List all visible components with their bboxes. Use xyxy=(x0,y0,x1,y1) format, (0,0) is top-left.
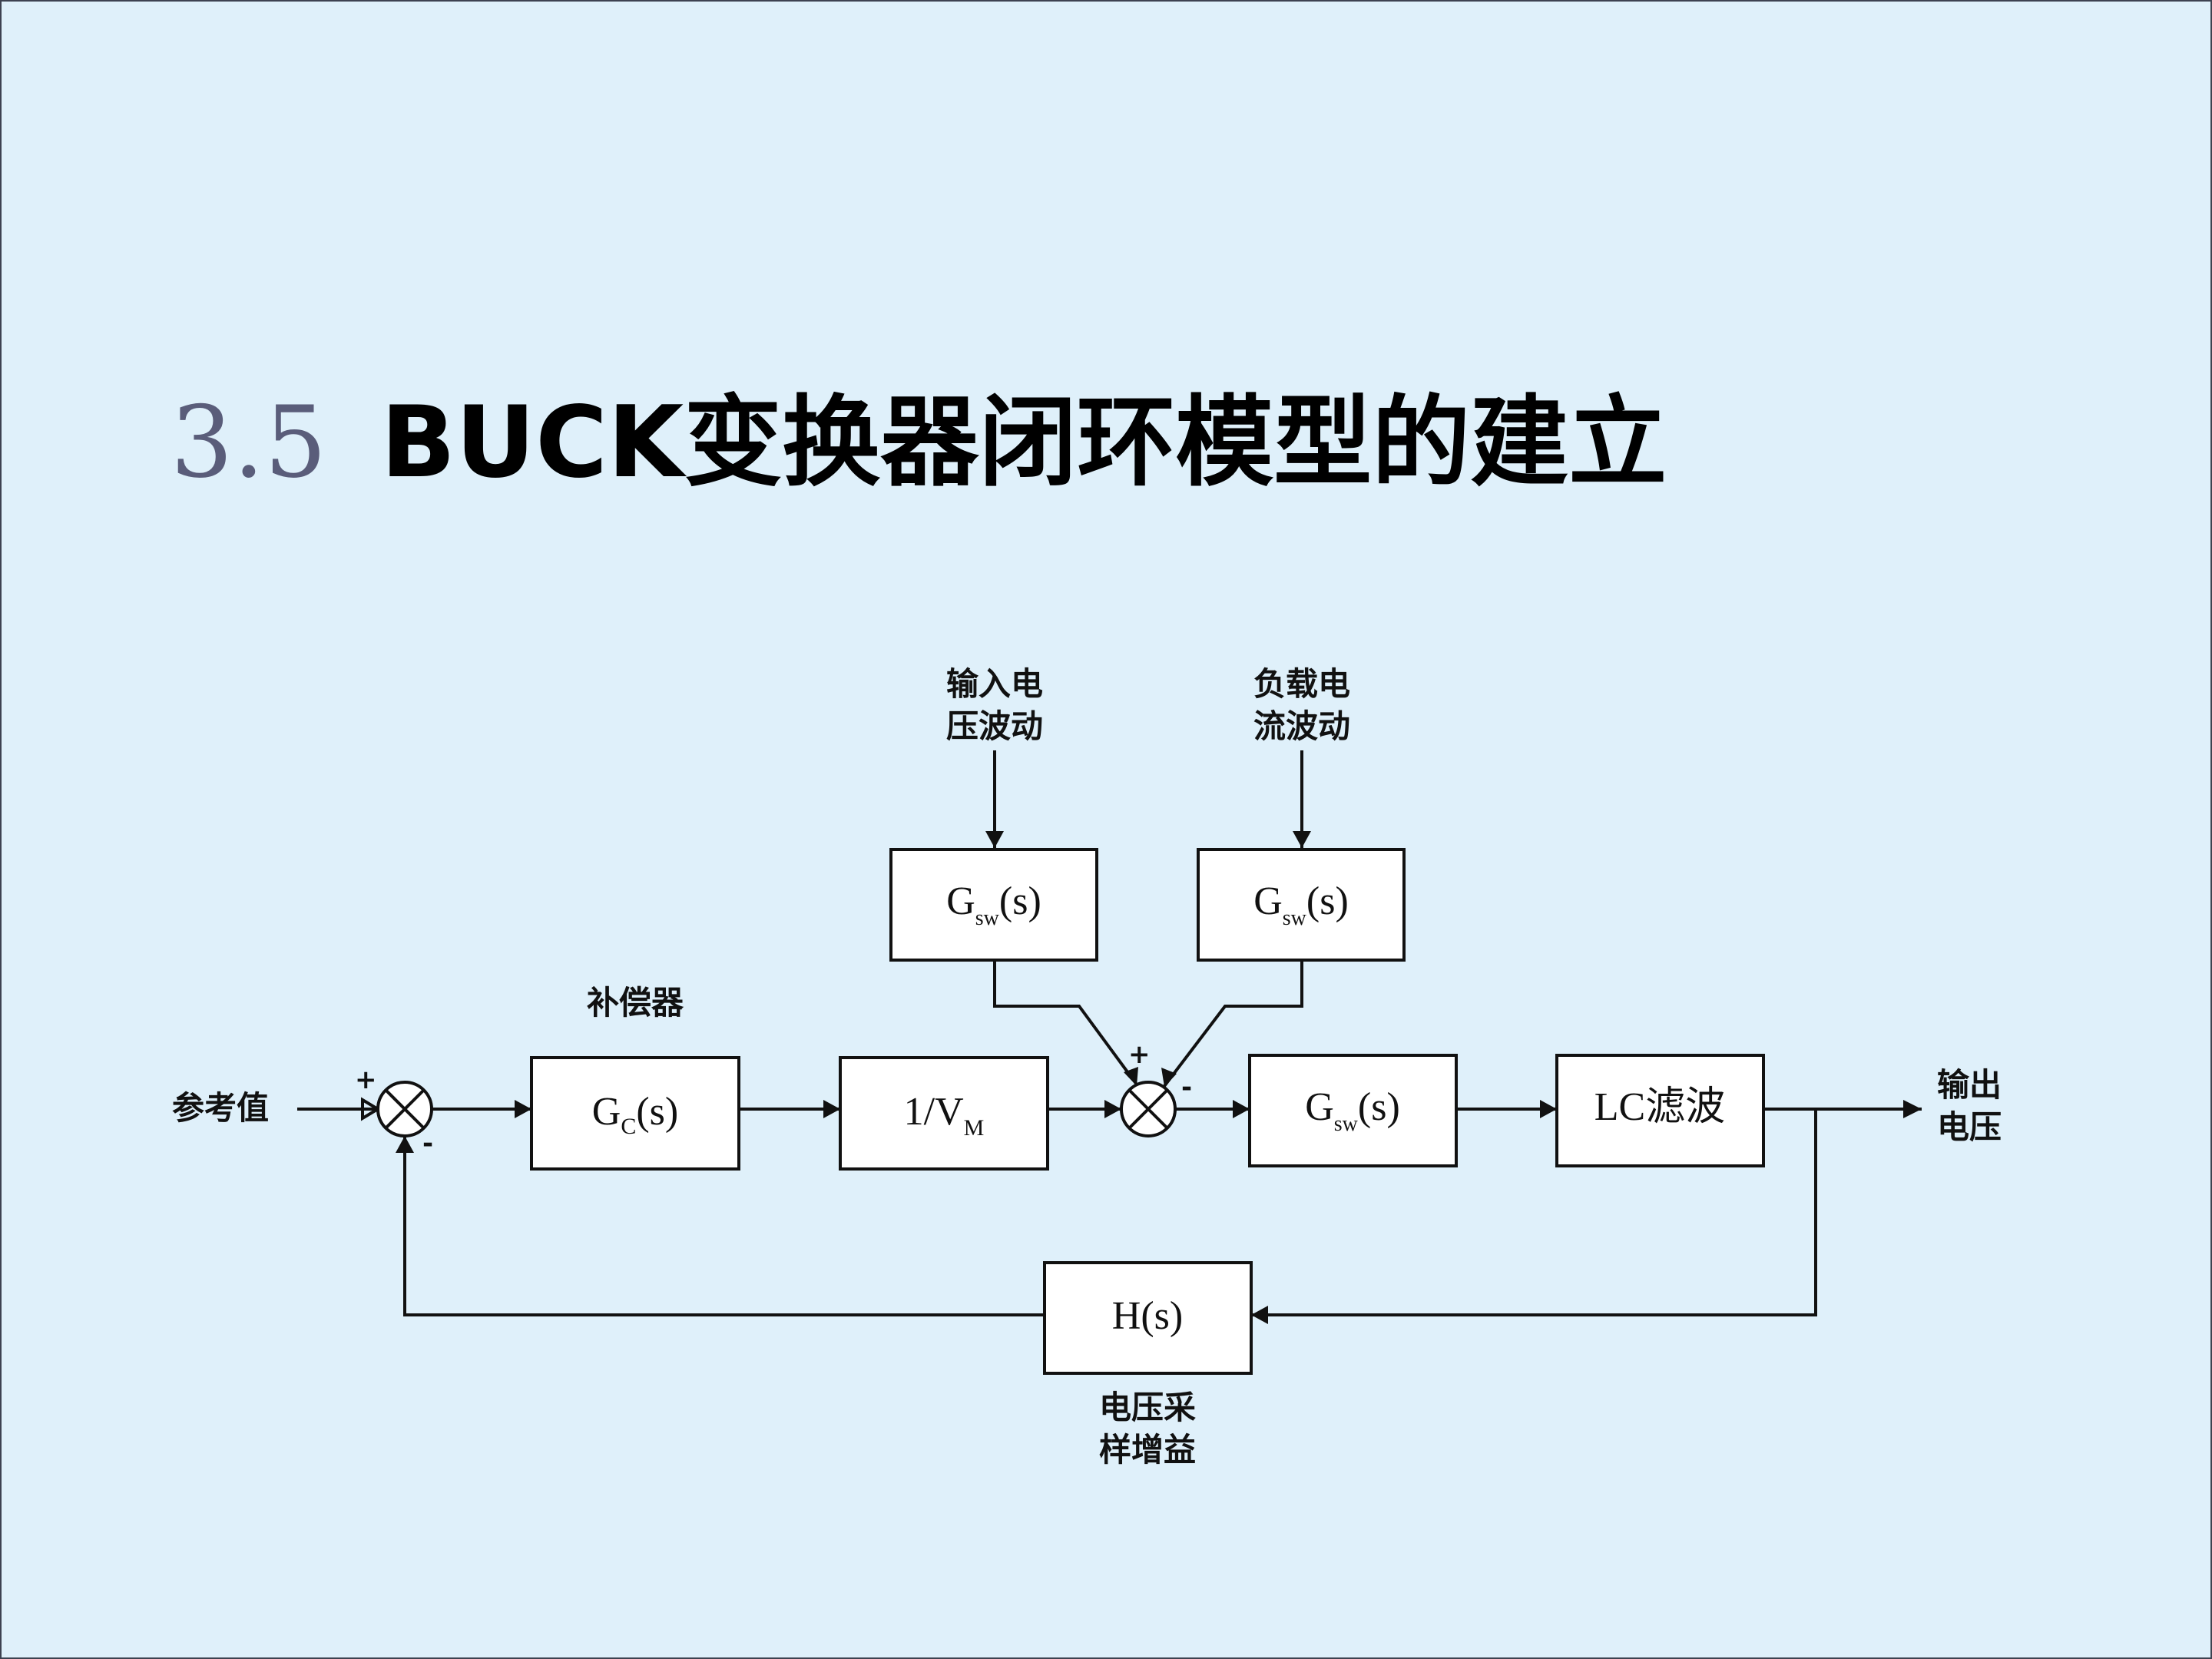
output-label-line1: 输出 xyxy=(1937,1066,2002,1104)
arrowhead xyxy=(1104,1100,1121,1118)
feedback-line-in xyxy=(1251,1109,1817,1316)
sum1-minus-sign: - xyxy=(422,1128,433,1159)
block-main: G xyxy=(1305,1085,1334,1129)
arrowhead xyxy=(361,1097,381,1121)
block-sub: C xyxy=(621,1114,636,1139)
sum2-plus-sign: + xyxy=(1128,1039,1151,1070)
load-gsw-to-sum2-line xyxy=(1163,960,1303,1088)
arrowhead xyxy=(515,1100,531,1118)
arrowhead xyxy=(1293,831,1311,848)
svg-text:GC(s): GC(s) xyxy=(592,1090,678,1139)
compensator-label: 补偿器 xyxy=(587,984,684,1022)
block-tail: (s) xyxy=(1358,1085,1400,1129)
load-disturbance-label-line2: 流波动 xyxy=(1253,707,1350,745)
load-disturbance-label-line1: 负载电 xyxy=(1253,665,1350,703)
arrowhead xyxy=(1161,1068,1177,1087)
arrowhead xyxy=(823,1100,840,1118)
block-sub: sw xyxy=(1283,906,1307,930)
input-gsw-to-sum2-line xyxy=(993,960,1138,1086)
block-tail: (s) xyxy=(1306,879,1349,923)
input-disturbance-block: Gsw(s) xyxy=(889,848,1098,962)
section-number: 3.5 xyxy=(171,386,327,500)
title-text: BUCK变换器闭环模型的建立 xyxy=(380,386,1667,500)
lc-filter-block: LC滤波 xyxy=(1555,1054,1765,1167)
input-disturbance-label-line2: 压波动 xyxy=(946,707,1043,745)
arrowhead xyxy=(1124,1067,1138,1086)
modulator-block: 1/VM xyxy=(839,1056,1049,1171)
svg-text:Gsw(s): Gsw(s) xyxy=(1253,879,1349,930)
slide-title: 3.5 BUCK变换器闭环模型的建立 xyxy=(171,386,1667,501)
arrowhead xyxy=(1540,1100,1557,1118)
sum2-minus-sign: - xyxy=(1181,1072,1192,1103)
block-tail: (s) xyxy=(999,879,1041,923)
signal-lines xyxy=(297,750,1922,1324)
summing-junction-2 xyxy=(1120,1081,1177,1137)
svg-text:Gsw(s): Gsw(s) xyxy=(946,879,1041,930)
svg-text:1/VM: 1/VM xyxy=(904,1090,985,1141)
block-main: H(s) xyxy=(1112,1294,1183,1338)
block-main: 1/V xyxy=(904,1090,964,1134)
block-tail: (s) xyxy=(636,1090,678,1134)
reference-label: 参考值 xyxy=(172,1089,269,1127)
input-disturbance-label-line1: 输入电 xyxy=(946,665,1043,703)
block-main: LC滤波 xyxy=(1594,1085,1725,1129)
feedback-line-out xyxy=(403,1136,1045,1316)
arrowhead xyxy=(985,831,1004,848)
arrowhead xyxy=(396,1136,414,1153)
sampling-gain-label-line2: 样增益 xyxy=(1099,1431,1196,1469)
load-disturbance-block: Gsw(s) xyxy=(1197,848,1406,962)
block-sub: sw xyxy=(1334,1112,1359,1136)
sampling-gain-label-line1: 电压采 xyxy=(1099,1389,1196,1426)
block-sub: sw xyxy=(975,906,1000,930)
feedback-block: H(s) xyxy=(1043,1261,1253,1375)
block-main: G xyxy=(946,879,975,923)
arrowhead xyxy=(1233,1100,1250,1118)
arrowhead xyxy=(1251,1306,1268,1324)
summing-junction-1 xyxy=(376,1081,433,1137)
switch-block: Gsw(s) xyxy=(1248,1054,1458,1167)
sum1-plus-sign: + xyxy=(355,1065,377,1095)
arrowhead xyxy=(1903,1100,1922,1118)
svg-text:Gsw(s): Gsw(s) xyxy=(1305,1085,1400,1136)
block-sub: M xyxy=(964,1115,985,1141)
output-label-line2: 电压 xyxy=(1937,1108,2002,1146)
block-main: G xyxy=(1253,879,1283,923)
compensator-block: GC(s) xyxy=(530,1056,740,1171)
block-main: G xyxy=(592,1090,621,1134)
